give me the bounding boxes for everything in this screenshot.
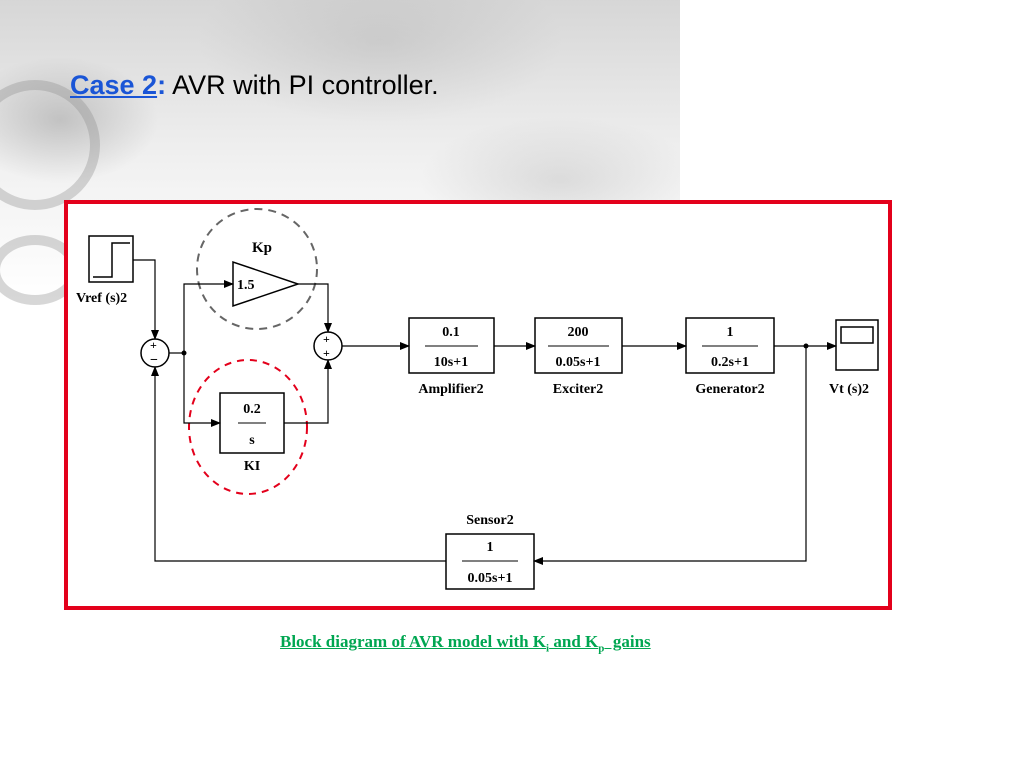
sensor-block[interactable] [445,533,535,590]
kp-highlight-circle [196,208,318,330]
title-text: AVR with PI controller. [166,70,439,100]
sum1-bottom-sign: − [150,353,158,368]
slide-title: Case 2: AVR with PI controller. [70,70,439,101]
caption-suffix: gains [604,632,651,651]
amplifier-label: Amplifier2 [418,382,483,397]
caption-sub-i: i [546,642,550,655]
ki-highlight-circle [188,359,308,495]
exciter-label: Exciter2 [553,382,604,397]
title-colon: : [157,70,167,100]
sensor-label: Sensor2 [466,513,513,528]
kp-gain-value: 1.5 [237,278,255,293]
sensor-numerator: 1 [487,540,494,555]
caption-middle: and K [549,632,599,651]
sensor-denominator: 0.05s+1 [468,571,513,586]
ki-numerator: 0.2 [243,402,261,417]
vref-label: Vref (s)2 [76,291,127,306]
sum2-top-sign: + [323,332,330,346]
exciter-denominator: 0.05s+1 [556,355,601,370]
sum1-top-sign: + [150,338,157,352]
scope-label: Vt (s)2 [829,382,869,397]
background-ring-decoration [0,80,100,210]
kp-label: Kp [252,240,272,256]
ki-label: KI [244,459,260,474]
amplifier-denominator: 10s+1 [434,355,468,370]
generator-label: Generator2 [695,382,764,397]
exciter-block[interactable] [534,317,623,374]
branch-point-2 [803,343,809,349]
caption-prefix: Block diagram of AVR model with K [280,632,547,651]
generator-numerator: 1 [727,325,734,340]
exciter-numerator: 200 [568,325,589,340]
diagram-caption: Block diagram of AVR model with Ki and K… [280,632,651,654]
amplifier-numerator: 0.1 [442,325,460,340]
generator-denominator: 0.2s+1 [711,355,749,370]
sum2-bottom-sign: + [323,346,330,360]
caption-sub-p: p [598,642,605,655]
scope-block[interactable] [835,319,879,371]
title-case-label: Case 2 [70,70,158,100]
vref-step-source[interactable] [88,235,134,283]
branch-point-1 [181,350,187,356]
ki-denominator: s [249,433,255,448]
